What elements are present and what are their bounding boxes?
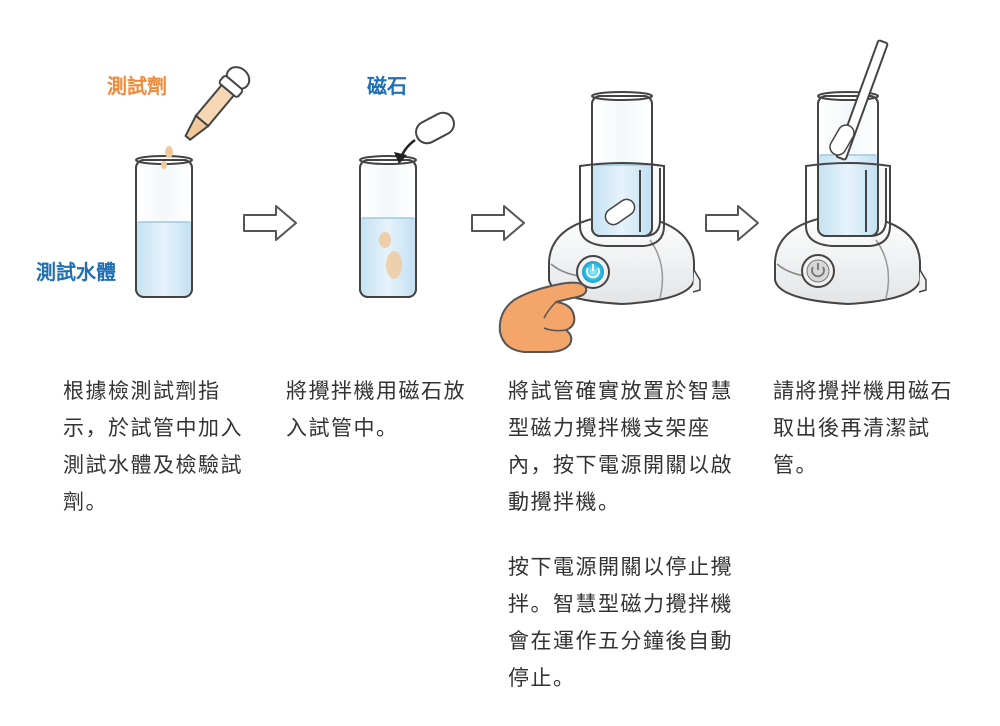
arrow-right-icon [243, 205, 297, 241]
power-button-icon [576, 255, 610, 289]
hand-pointer-icon [498, 281, 588, 353]
power-button-icon [801, 254, 835, 288]
step1-test-tube-icon [135, 155, 193, 298]
step-1-description: 根據檢測試劑指示，於試管中加入測試水體及檢驗試劑。 [63, 379, 243, 514]
stirrer-icon [548, 91, 701, 306]
magnet-label: 磁石 [367, 74, 407, 98]
arrow-right-icon [471, 205, 525, 241]
step-1-text: 根據檢測試劑指示，於試管中加入測試水體及檢驗試劑。 [63, 373, 251, 521]
step-4-text: 請將攪拌機用磁石取出後再清潔試管。 [773, 373, 961, 484]
stirrer-icon [774, 39, 927, 306]
step-3-description: 將試管確實放置於智慧型磁力攪拌機支架座內，按下電源開關以啟動攪拌機。 [508, 379, 733, 514]
step2-test-tube-icon [359, 155, 417, 298]
step-3-note: 按下電源開關以停止攪拌。智慧型磁力攪拌機會在運作五分鐘後自動停止。 [508, 555, 733, 690]
step-2-description: 將攪拌機用磁石放入試管中。 [286, 379, 466, 440]
arrow-right-icon [705, 205, 759, 241]
step-4-description: 請將攪拌機用磁石取出後再清潔試管。 [773, 379, 953, 477]
magnet-bar-icon [394, 111, 455, 164]
step-3-text: 將試管確實放置於智慧型磁力攪拌機支架座內，按下電源開關以啟動攪拌機。 按下電源開… [508, 373, 734, 697]
water-sample-label: 測試水體 [36, 260, 116, 284]
dropper-icon [161, 66, 251, 169]
reagent-label: 測試劑 [107, 74, 167, 98]
step-2-text: 將攪拌機用磁石放入試管中。 [286, 373, 474, 447]
